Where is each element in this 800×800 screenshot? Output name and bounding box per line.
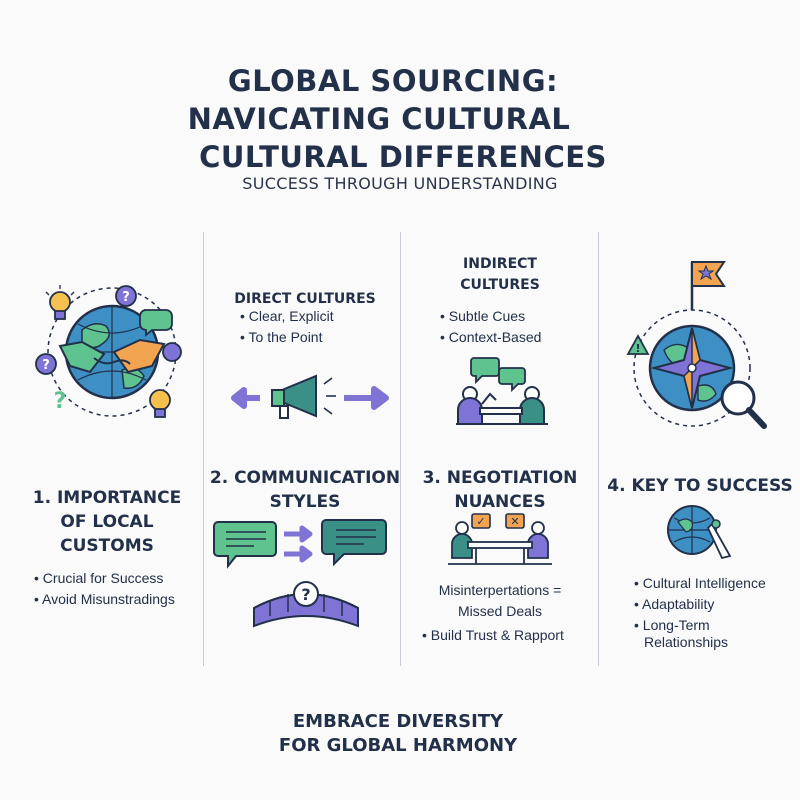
section-4-bullets: Cultural Intelligence Adaptability Long-… (634, 573, 766, 636)
indirect-heading-line-2: CULTURES (460, 277, 540, 293)
globe-pointer-icon (667, 505, 732, 560)
section-3-heading: 3. NEGOTIATION NUANCES (402, 466, 598, 514)
page-title: GLOBAL SOURCING: NAVICATING CULTURAL CUL… (0, 62, 800, 176)
check-glyph: ✓ (476, 515, 485, 528)
list-item: Avoid Misunstradings (34, 589, 175, 610)
globe-handshake-icon: ? ? ? (35, 285, 182, 418)
list-item: To the Point (240, 327, 334, 348)
section-1-title-line-2: OF LOCAL (60, 512, 154, 532)
list-item: Adaptability (634, 594, 766, 615)
exclamation-glyph: ! (635, 342, 640, 355)
bridge-icon: ? (253, 581, 359, 628)
list-item: Clear, Explicit (240, 306, 334, 327)
section-4-bullet-continuation: Relationships (644, 634, 729, 650)
list-item: Context-Based (440, 327, 542, 348)
indirect-heading-line-1: INDIRECT (463, 256, 537, 272)
speech-bubbles-icon (213, 519, 387, 569)
section-1-title: 1. IMPORTANCE (32, 488, 182, 508)
section-3-text-line-1: Misinterpertations = (438, 582, 562, 598)
footer-line-1: EMBRACE DIVERSITY (292, 711, 504, 732)
meeting-people-icon (456, 357, 548, 425)
list-item: Cultural Intelligence (634, 573, 766, 594)
title-line-2: NAVICATING CULTURAL (187, 102, 571, 136)
section-2-heading: 2. COMMUNICATION STYLES (205, 466, 405, 514)
megaphone-arrows-icon (231, 374, 389, 419)
section-1-bullets: Crucial for Success Avoid Misunstradings (34, 568, 175, 610)
question-glyph: ? (42, 358, 50, 373)
question-glyph: ? (301, 585, 310, 604)
indirect-cultures-bullets: Subtle Cues Context-Based (440, 306, 542, 348)
section-4-heading: 4. KEY TO SUCCESS (607, 476, 793, 496)
footer-tagline: EMBRACE DIVERSITY FOR GLOBAL HARMONY (0, 710, 800, 758)
compass-globe-icon: ! (626, 261, 767, 429)
footer-line-2: FOR GLOBAL HARMONY (278, 735, 518, 756)
section-3-text: Misinterpertations = Missed Deals (402, 580, 598, 622)
section-1-heading: 1. IMPORTANCE OF LOCAL CUSTOMS (22, 486, 192, 558)
section-1-title-line-3: CUSTOMS (60, 536, 154, 556)
cross-glyph: ✕ (510, 515, 519, 528)
section-3-text-line-2: Missed Deals (457, 603, 543, 619)
title-line-3: CULTURAL DIFFERENCES (199, 140, 607, 174)
indirect-cultures-heading: INDIRECT CULTURES (402, 254, 598, 296)
page-subtitle: SUCCESS THROUGH UNDERSTANDING (242, 174, 558, 193)
column-divider (400, 232, 401, 666)
direct-cultures-bullets: Clear, Explicit To the Point (240, 306, 334, 348)
section-3-title: 3. NEGOTIATION (422, 468, 578, 488)
section-2-title: 2. COMMUNICATION (209, 468, 401, 488)
question-glyph: ? (54, 389, 67, 414)
list-item: Build Trust & Rapport (422, 625, 564, 646)
list-item: Crucial for Success (34, 568, 175, 589)
section-3-bullets: Build Trust & Rapport (422, 625, 564, 646)
list-item: Long-Term (634, 615, 766, 636)
section-3-title-line-2: NUANCES (454, 492, 546, 512)
title-line-1: GLOBAL SOURCING: (227, 64, 559, 98)
column-divider (203, 232, 204, 666)
section-2-title-line-2: STYLES (269, 492, 341, 512)
column-divider (598, 232, 599, 666)
question-glyph: ? (122, 290, 130, 305)
negotiation-table-icon: ✓ ✕ (448, 513, 552, 565)
list-item: Subtle Cues (440, 306, 541, 327)
direct-cultures-heading: DIRECT CULTURES (234, 291, 376, 307)
